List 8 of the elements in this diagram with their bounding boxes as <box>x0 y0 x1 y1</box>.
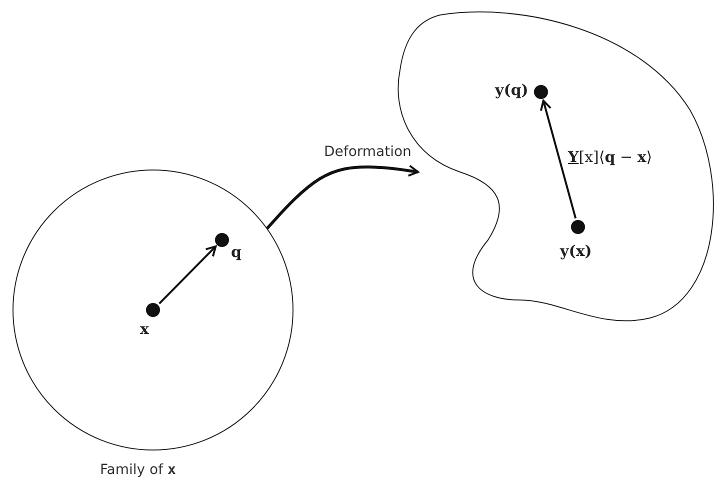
point-label: y(q) <box>495 81 528 99</box>
point-label: x <box>140 320 149 338</box>
arrow <box>158 245 217 304</box>
point-label: y(x) <box>560 242 592 260</box>
arrow <box>266 164 419 230</box>
arrow <box>540 100 577 219</box>
point-label: q <box>231 243 242 261</box>
region-caption: Family of x <box>100 462 176 478</box>
